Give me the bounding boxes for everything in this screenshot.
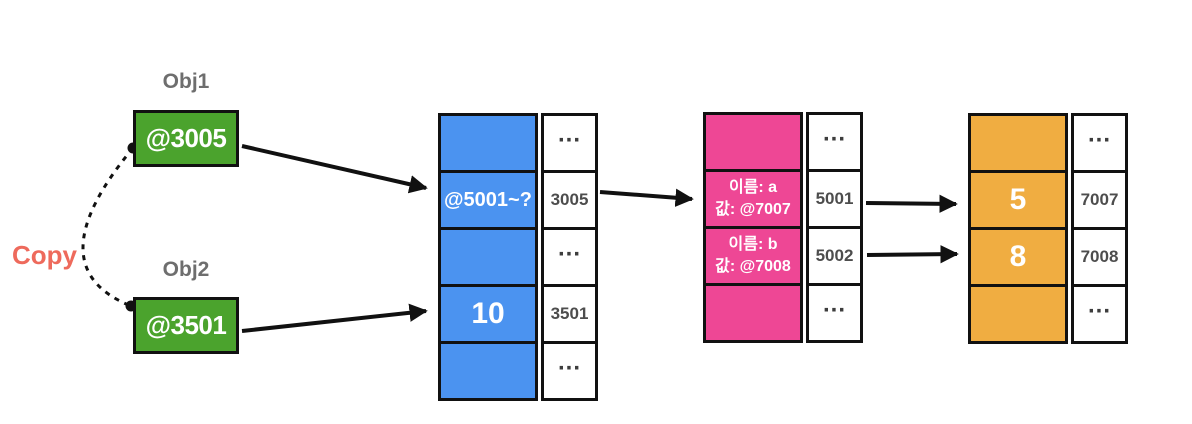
table-row: 이름: a 값: @7007 5001 (703, 169, 863, 229)
table-row: 10 3501 (438, 284, 598, 344)
address-cell: ... (1071, 284, 1128, 344)
attribute-name: 이름: a (728, 179, 778, 197)
address-cell: 7007 (1071, 170, 1128, 230)
address-cell: 5002 (806, 226, 863, 286)
obj1-ref-box: @3005 (133, 110, 239, 167)
obj2-label: Obj2 (162, 258, 210, 281)
obj2-ref-box: @3501 (133, 297, 239, 354)
value-cell (703, 283, 803, 343)
memory-table-7000s: ... 5 7007 8 7008 ... (968, 113, 1128, 344)
attribute-value: 값: @7007 (715, 201, 791, 218)
table-row: 8 7008 (968, 227, 1128, 287)
arrow-obj1-to-3005 (241, 144, 428, 194)
value-cell (438, 227, 538, 287)
value-cell: 이름: b 값: @7008 (703, 226, 803, 286)
address-cell: ... (541, 113, 598, 173)
address-cell: ... (806, 112, 863, 172)
value-cell (968, 113, 1068, 173)
value-cell: 10 (438, 284, 538, 344)
attribute-value: 값: @7008 (715, 258, 791, 275)
value-cell: 5 (968, 170, 1068, 230)
table-row: ... (968, 113, 1128, 173)
table-row: 5 7007 (968, 170, 1128, 230)
table-row: ... (438, 227, 598, 287)
value-cell: 이름: a 값: @7007 (703, 169, 803, 229)
address-cell: 3005 (541, 170, 598, 230)
arrow-obj2-to-3501 (241, 303, 428, 333)
address-cell: ... (806, 283, 863, 343)
memory-table-3000s: ... @5001~? 3005 ... 10 3501 ... (438, 113, 598, 401)
attribute-name: 이름: b (728, 236, 778, 254)
table-row: 이름: b 값: @7008 5002 (703, 226, 863, 286)
value-cell (968, 284, 1068, 344)
value-cell: 8 (968, 227, 1068, 287)
arrow-3005-to-5001 (599, 188, 694, 207)
obj1-ref-value: @3005 (145, 123, 227, 153)
address-cell: 5001 (806, 169, 863, 229)
table-row: ... (703, 283, 863, 343)
copy-dashed-arc (81, 147, 135, 308)
table-row: ... (968, 284, 1128, 344)
address-cell: ... (1071, 113, 1128, 173)
arrow-5002-to-7008 (866, 244, 959, 264)
value-cell (703, 112, 803, 172)
table-row: ... (438, 341, 598, 401)
address-cell: ... (541, 227, 598, 287)
obj1-label: Obj1 (162, 70, 210, 93)
address-cell: 7008 (1071, 227, 1128, 287)
value-cell (438, 341, 538, 401)
table-row: ... (703, 112, 863, 172)
copy-label: Copy (12, 240, 77, 270)
table-row: @5001~? 3005 (438, 170, 598, 230)
value-cell: @5001~? (438, 170, 538, 230)
memory-table-5000s: ... 이름: a 값: @7007 5001 이름: b 값: @7008 5… (703, 112, 863, 343)
obj2-ref-value: @3501 (145, 310, 227, 340)
arrow-5001-to-7007 (865, 194, 958, 214)
table-row: ... (438, 113, 598, 173)
address-cell: 3501 (541, 284, 598, 344)
address-cell: ... (541, 341, 598, 401)
value-cell (438, 113, 538, 173)
